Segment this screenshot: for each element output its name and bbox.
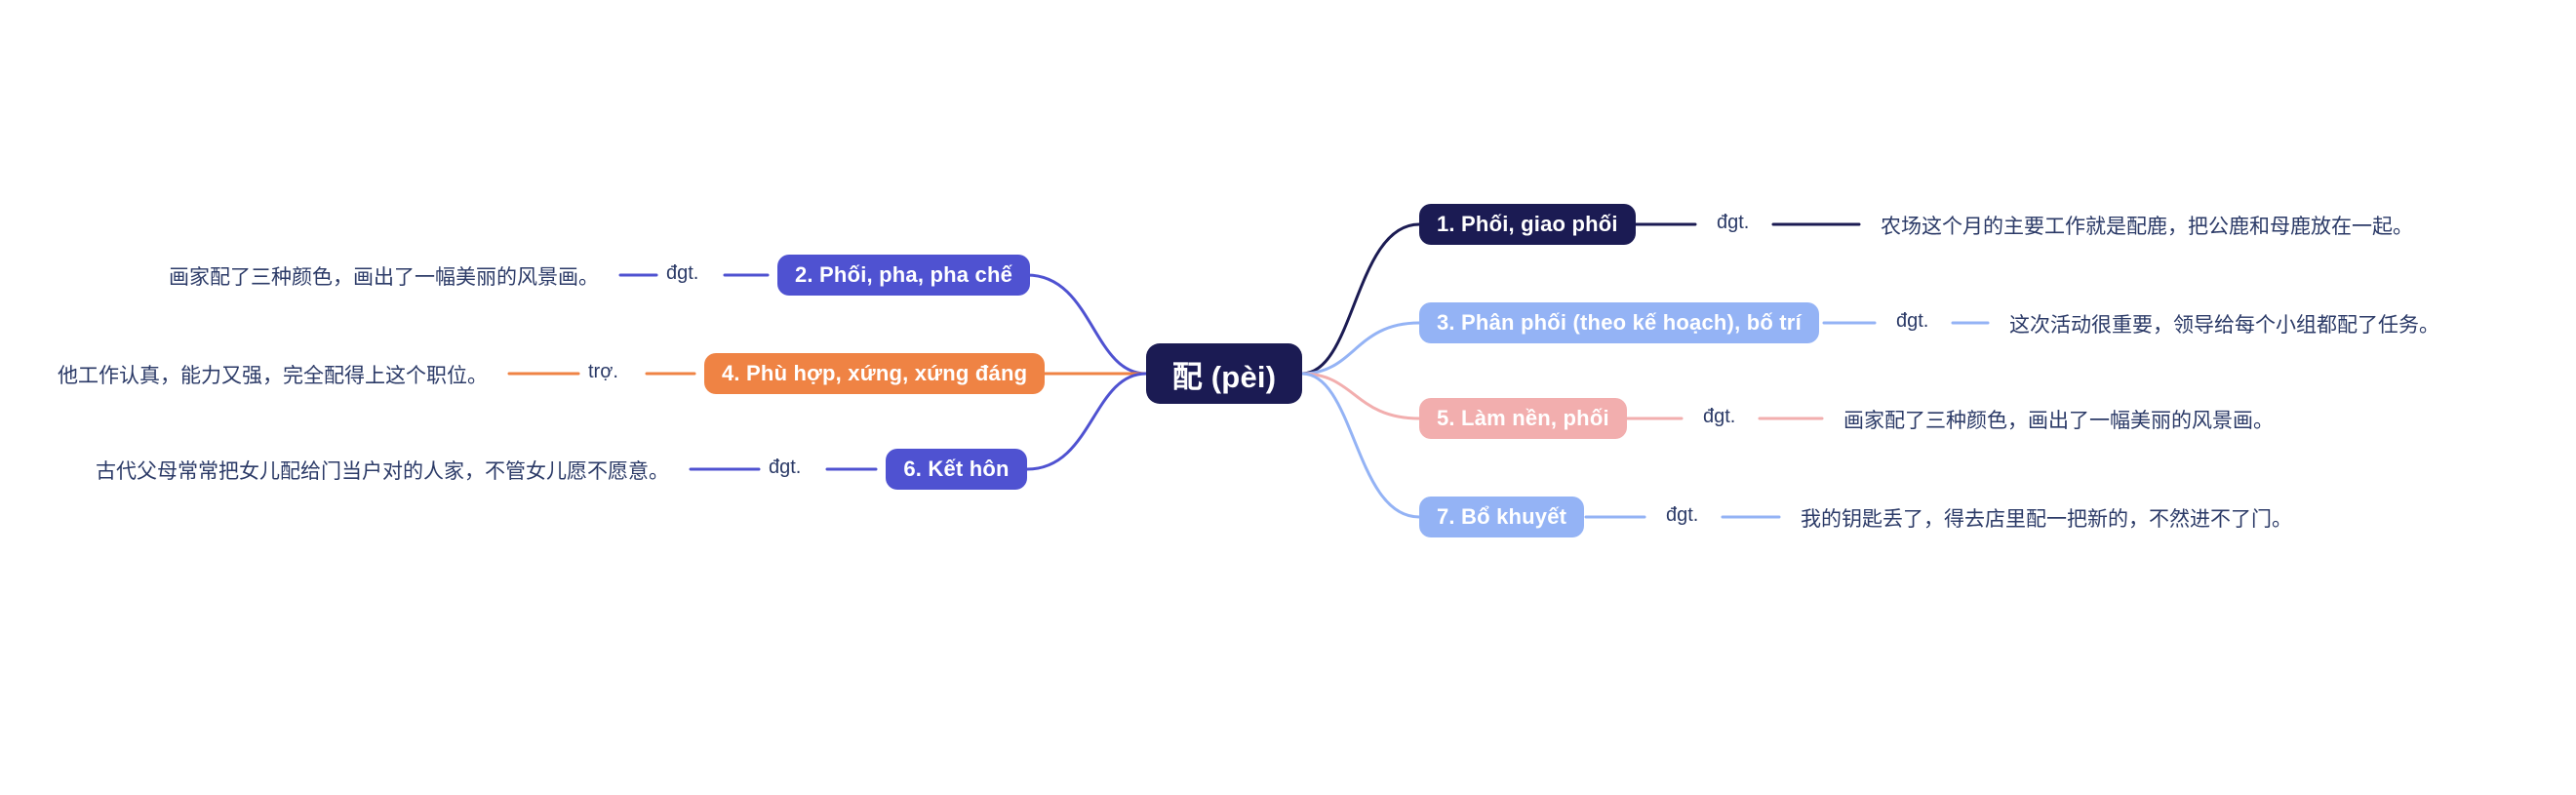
- branch-node-label: 6. Kết hôn: [903, 457, 1010, 481]
- connector-central-to-1: [1301, 222, 1420, 376]
- branch-node-label: 3. Phân phối (theo kế hoạch), bố trí: [1437, 310, 1802, 335]
- connector-central-to-5: [1301, 372, 1420, 420]
- branch-node-label: 1. Phối, giao phối: [1437, 212, 1618, 236]
- pos-label-4: trợ.: [588, 361, 618, 382]
- branch-node-6[interactable]: 6. Kết hôn: [886, 449, 1027, 490]
- branch-node-5[interactable]: 5. Làm nền, phối: [1419, 398, 1627, 439]
- branch-node-3[interactable]: 3. Phân phối (theo kế hoạch), bố trí: [1419, 302, 1819, 343]
- central-node-label: 配 (pèi): [1171, 359, 1277, 394]
- example-sentence-1: 农场这个月的主要工作就是配鹿，把公鹿和母鹿放在一起。: [1881, 215, 2413, 238]
- connector-central-to-3: [1301, 321, 1420, 376]
- pos-label-5: đgt.: [1703, 406, 1736, 427]
- branch-node-label: 2. Phối, pha, pha chế: [795, 262, 1013, 287]
- branch-node-label: 4. Phù hợp, xứng, xứng đáng: [722, 361, 1028, 385]
- pos-label-3: đgt.: [1896, 310, 1929, 332]
- example-sentence-6: 古代父母常常把女儿配给门当户对的人家，不管女儿愿不愿意。: [96, 459, 669, 483]
- example-sentence-3: 这次活动很重要，领导给每个小组都配了任务。: [2009, 313, 2439, 337]
- pos-label-7: đgt.: [1666, 504, 1699, 526]
- example-sentence-4: 他工作认真，能力又强，完全配得上这个职位。: [58, 364, 488, 387]
- branch-node-1[interactable]: 1. Phối, giao phối: [1419, 204, 1636, 245]
- connector-central-to-2: [1026, 273, 1147, 376]
- branch-node-label: 5. Làm nền, phối: [1437, 406, 1609, 430]
- branch-node-4[interactable]: 4. Phù hợp, xứng, xứng đáng: [704, 353, 1046, 394]
- branch-node-label: 7. Bổ khuyết: [1437, 504, 1567, 529]
- example-sentence-7: 我的钥匙丢了，得去店里配一把新的，不然进不了门。: [1801, 507, 2292, 531]
- branch-node-2[interactable]: 2. Phối, pha, pha chế: [777, 255, 1031, 296]
- connector-central-to-6: [1026, 372, 1147, 471]
- example-sentence-2: 画家配了三种颜色，画出了一幅美丽的风景画。: [169, 265, 599, 289]
- pos-label-2: đgt.: [666, 262, 699, 284]
- central-node[interactable]: 配 (pèi): [1146, 343, 1302, 404]
- connector-central-to-7: [1301, 372, 1420, 519]
- branch-node-7[interactable]: 7. Bổ khuyết: [1419, 497, 1585, 537]
- pos-label-6: đgt.: [769, 457, 802, 478]
- pos-label-1: đgt.: [1717, 212, 1750, 233]
- example-sentence-5: 画家配了三种颜色，画出了一幅美丽的风景画。: [1843, 409, 2274, 432]
